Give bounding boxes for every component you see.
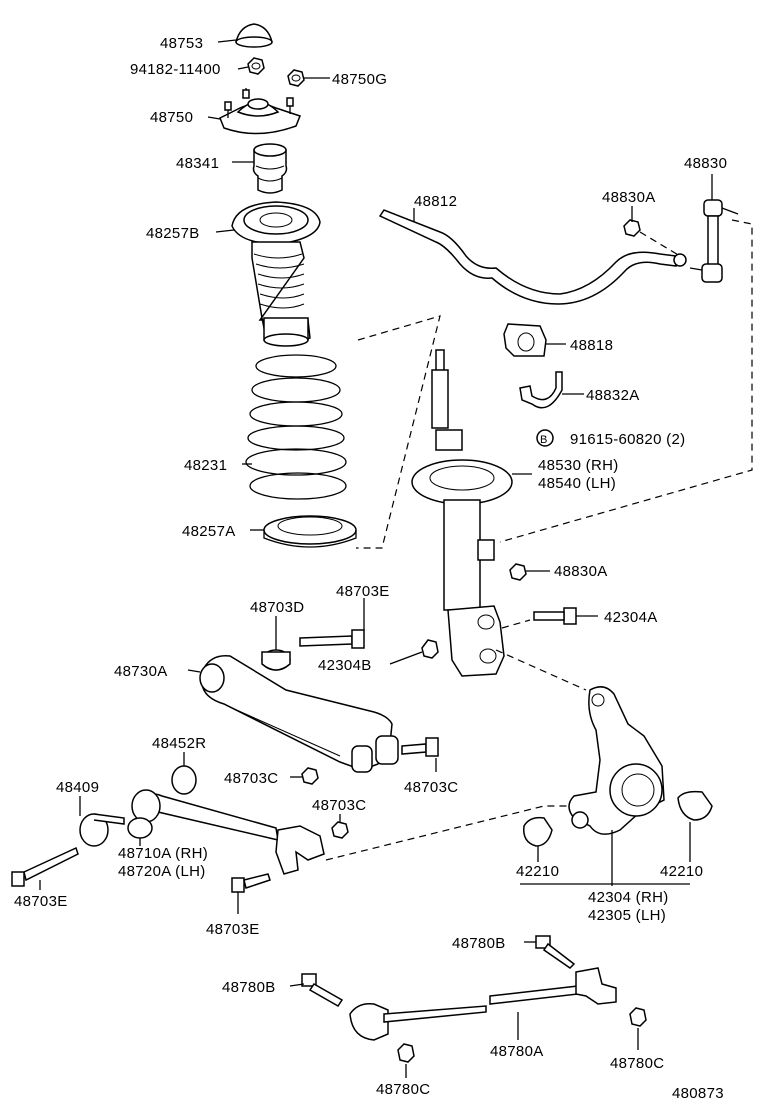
label-48780a: 48780A [490, 1043, 544, 1060]
label-48780c-right: 48780C [610, 1055, 664, 1072]
bushing-42210-left [523, 816, 553, 847]
label-48257a: 48257A [182, 523, 236, 540]
label-48730a: 48730A [114, 663, 168, 680]
bolt-42304a [533, 607, 577, 625]
nut-94182 [247, 57, 265, 75]
label-48530-rh: 48530 (RH) [538, 457, 619, 474]
bolt-48703c-arm [401, 737, 439, 757]
label-48341: 48341 [176, 155, 219, 172]
bolt-48780b-left [301, 973, 344, 1007]
nut-48750g [287, 69, 305, 87]
shock-absorber-48530 [411, 349, 513, 677]
bushing-48703d [261, 649, 291, 671]
label-42210-left: 42210 [516, 863, 559, 880]
nut-48703c-a [301, 767, 319, 785]
label-48830a-mid: 48830A [554, 563, 608, 580]
label-48703e-top: 48703E [336, 583, 390, 600]
nut-48830a-mid [509, 563, 527, 581]
label-42304a: 42304A [604, 609, 658, 626]
dust-cap-48753 [235, 23, 273, 48]
label-48231: 48231 [184, 457, 227, 474]
bolt-mark-91615: B [536, 429, 554, 447]
nut-48780c-right [629, 1007, 647, 1027]
nut-42304b [421, 639, 439, 659]
washer-48409 [79, 813, 125, 847]
label-48780b-left: 48780B [222, 979, 276, 996]
nut-48703c-b [331, 821, 349, 839]
label-48452r: 48452R [152, 735, 206, 752]
figure-id: 480873 [672, 1085, 724, 1102]
bolt-48703e-bottom [231, 873, 271, 893]
bolt-48780b-top [535, 935, 576, 969]
label-91615-60820: 91615-60820 (2) [570, 431, 685, 448]
label-48830a-top: 48830A [602, 189, 656, 206]
lower-insulator-48257a [263, 515, 357, 548]
label-48257b: 48257B [146, 225, 200, 242]
label-48703c-c: 48703C [312, 797, 366, 814]
coil-spring-48231 [245, 354, 347, 500]
strut-support-48750 [219, 88, 301, 135]
label-42304-rh: 42304 (RH) [588, 889, 669, 906]
label-42304b: 42304B [318, 657, 372, 674]
label-48409: 48409 [56, 779, 99, 796]
bolt-mark-letter: B [540, 434, 548, 446]
label-94182-11400: 94182-11400 [130, 61, 221, 78]
nut-48780c-left [397, 1043, 415, 1063]
nut-48830a-top [623, 219, 641, 237]
label-48780c-left: 48780C [376, 1081, 430, 1098]
stabilizer-bar-48812 [378, 209, 687, 305]
bolt-48703e-left [11, 846, 79, 887]
rear-link-48710a [127, 789, 325, 875]
label-48780b-top: 48780B [452, 935, 506, 952]
stabilizer-link-48830 [499, 199, 753, 543]
label-48750: 48750 [150, 109, 193, 126]
label-48812: 48812 [414, 193, 457, 210]
upper-seat-48257b [231, 201, 321, 347]
label-48540-lh: 48540 (LH) [538, 475, 616, 492]
label-48703e-left: 48703E [14, 893, 68, 910]
bump-stopper-48341 [252, 143, 288, 194]
bushing-48452r [171, 765, 197, 795]
bushing-48818 [503, 323, 547, 357]
bracket-48832a [519, 371, 563, 409]
label-48750g: 48750G [332, 71, 387, 88]
label-48703c-b: 48703C [404, 779, 458, 796]
label-48830: 48830 [684, 155, 727, 172]
lower-arm-48730a [199, 655, 399, 773]
bolt-48703e-top [299, 629, 365, 649]
label-48818: 48818 [570, 337, 613, 354]
strut-rod-48780a [349, 967, 617, 1041]
bushing-42210-right [677, 790, 713, 821]
label-48703e-bottom: 48703E [206, 921, 260, 938]
label-42210-right: 42210 [660, 863, 703, 880]
label-48832a: 48832A [586, 387, 640, 404]
steering-knuckle-42304 [568, 686, 665, 835]
label-48720a-lh: 48720A (LH) [118, 863, 206, 880]
label-48753: 48753 [160, 35, 203, 52]
label-42305-lh: 42305 (LH) [588, 907, 666, 924]
label-48710a-rh: 48710A (RH) [118, 845, 208, 862]
label-48703c-a: 48703C [224, 770, 278, 787]
label-48703d: 48703D [250, 599, 304, 616]
